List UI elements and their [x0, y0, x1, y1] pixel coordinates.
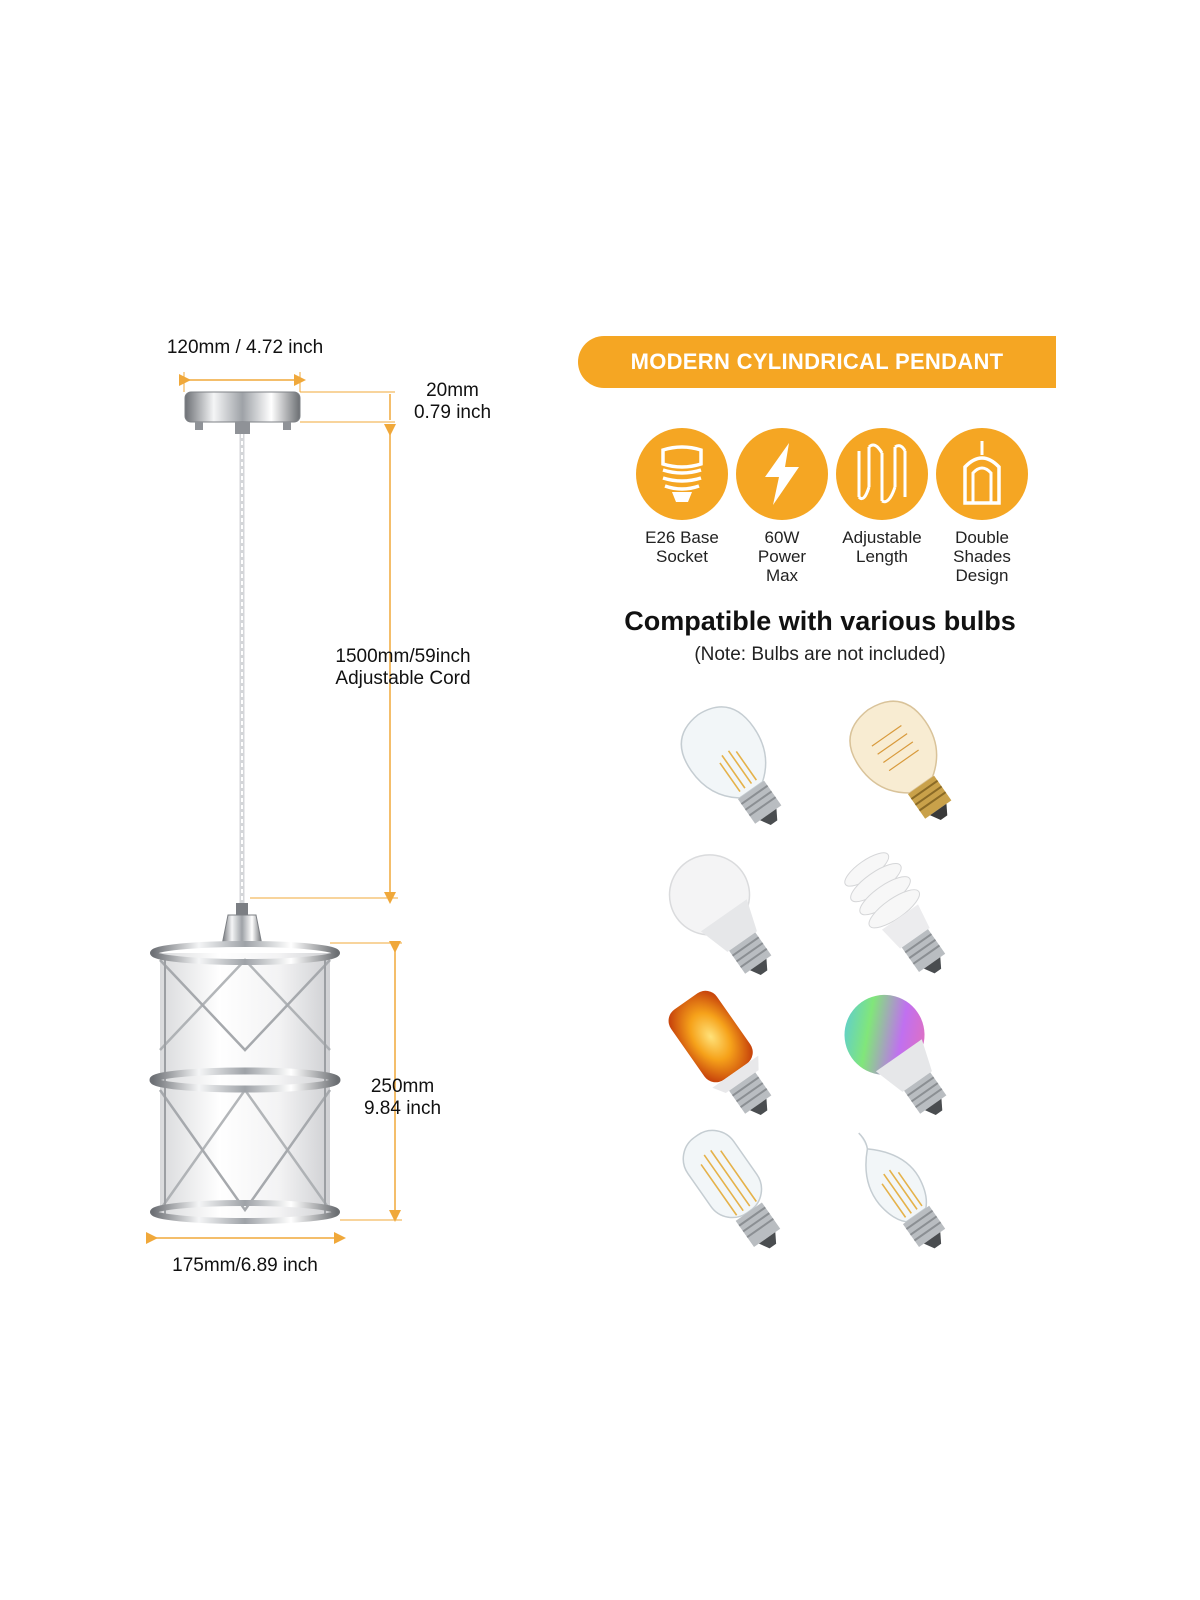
- flame-effect-bulb-image: [668, 990, 772, 1115]
- cord-length-label: 1500mm/59inch: [335, 646, 471, 667]
- st64-filament-bulb-image: [680, 706, 782, 825]
- shade-height-dimension: [330, 941, 402, 1222]
- feature-shades-line2: Shades: [953, 547, 1011, 566]
- feature-length-line1: Adjustable: [842, 528, 922, 547]
- cfl-spiral-bulb-image: [844, 852, 946, 974]
- canopy-height-mm-label: 20mm: [426, 380, 479, 401]
- shade-height-in-label: 9.84 inch: [363, 1098, 442, 1119]
- cord-length-dimension: [250, 424, 398, 904]
- adjustable-cord-icon: [857, 443, 907, 504]
- compatibility-title: Compatible with various bulbs: [624, 606, 1016, 636]
- socket-cap: [221, 903, 263, 946]
- tubular-filament-bulb-image: [682, 1129, 781, 1249]
- candle-filament-bulb-image: [858, 1132, 946, 1249]
- feature-shades-line3: Design: [955, 566, 1009, 585]
- ceiling-canopy: [184, 391, 301, 434]
- banner-title: MODERN CYLINDRICAL PENDANT: [630, 349, 1004, 374]
- feature-power-line2: Power: [757, 547, 807, 566]
- compatibility-note: (Note: Bulbs are not included): [694, 644, 946, 665]
- feature-socket-line2: Socket: [656, 547, 708, 566]
- shade-height-mm-label: 250mm: [370, 1076, 435, 1097]
- canopy-width-label: 120mm / 4.72 inch: [166, 337, 324, 358]
- canopy-height-dimension: [300, 391, 395, 423]
- double-shade-icon: [963, 441, 1001, 505]
- banner-background: [578, 336, 1056, 388]
- rgb-smart-bulb-image: [844, 994, 947, 1115]
- feature-power-line3: Max: [765, 566, 799, 585]
- lamp-dimension-drawing: 120mm / 4.72 inch 20mm 0.79 inch 1500mm/…: [0, 0, 560, 1600]
- cord-note-label: Adjustable Cord: [335, 668, 471, 689]
- feature-power-line1: 60W: [764, 528, 800, 547]
- product-banner: MODERN CYLINDRICAL PENDANT: [578, 336, 1056, 388]
- feature-shades: Double Shades Design: [932, 428, 1032, 585]
- feature-power: 60W Power Max: [732, 428, 832, 585]
- cylinder-shade: [149, 941, 341, 1224]
- feature-shades-line1: Double: [955, 528, 1009, 547]
- feature-socket: E26 Base Socket: [632, 428, 732, 566]
- feature-length: Adjustable Length: [832, 428, 932, 566]
- feature-socket-line1: E26 Base: [645, 528, 719, 547]
- a19-led-bulb-image: [668, 854, 772, 975]
- shade-width-label: 175mm/6.89 inch: [172, 1255, 318, 1276]
- bulb-socket-icon: [661, 445, 703, 502]
- canopy-height-in-label: 0.79 inch: [413, 402, 492, 423]
- feature-length-line2: Length: [856, 547, 908, 566]
- canopy-width-dimension: [179, 372, 306, 392]
- lightning-icon: [765, 443, 799, 505]
- pendant-lamp-illustration: [146, 372, 402, 1244]
- vintage-amber-bulb-image: [849, 700, 952, 820]
